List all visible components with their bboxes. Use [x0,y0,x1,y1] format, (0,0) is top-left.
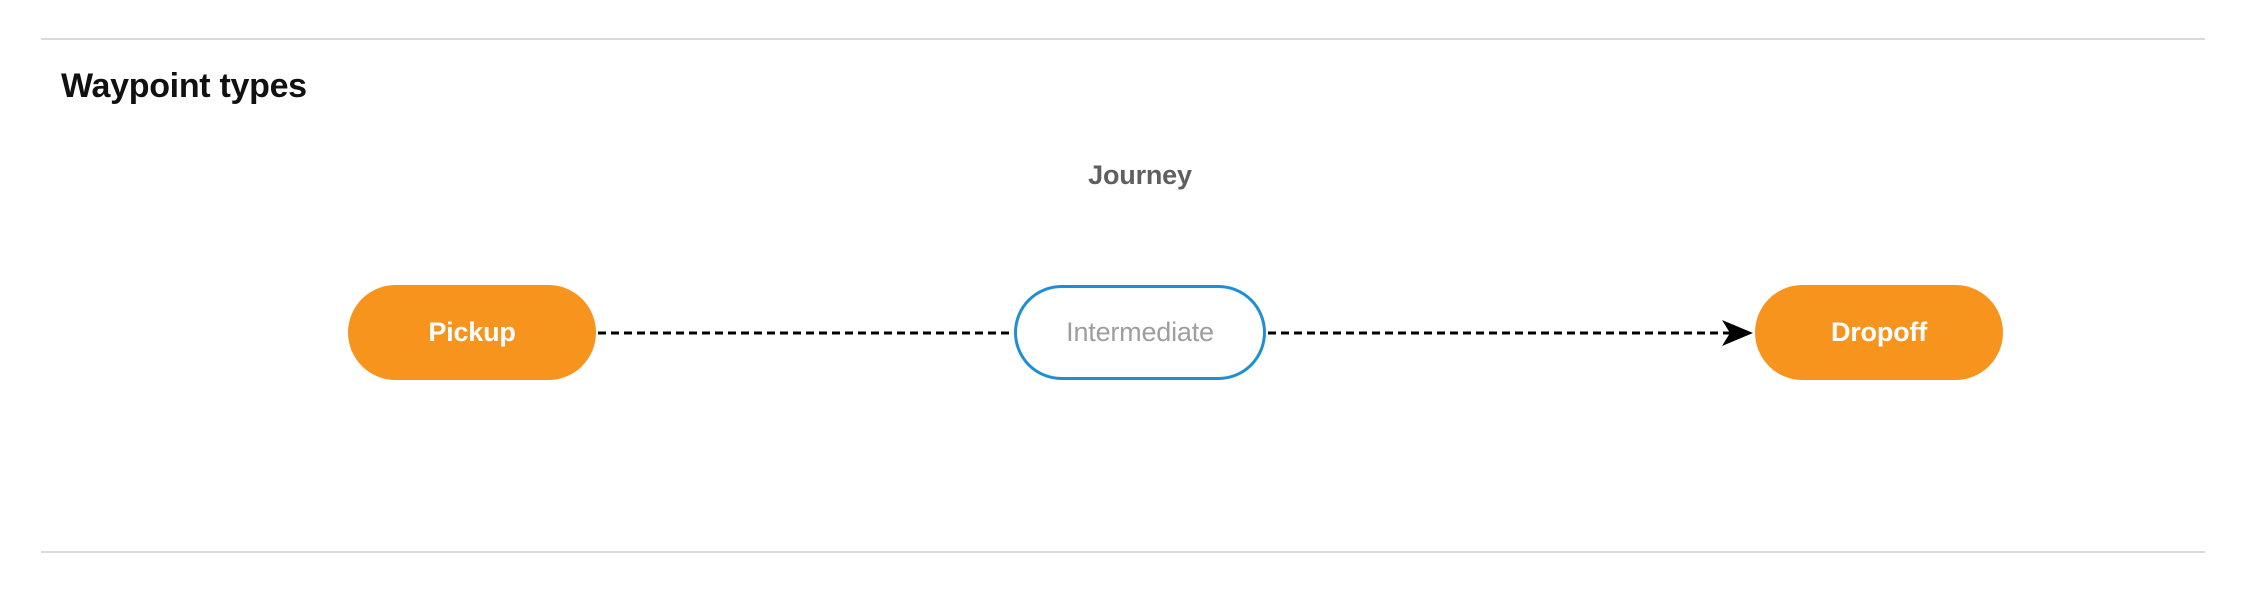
node-dropoff[interactable]: Dropoff [1755,285,2003,380]
node-pickup[interactable]: Pickup [348,285,596,380]
section-divider-bottom [41,551,2205,553]
page-title: Waypoint types [61,67,307,105]
diagram-caption: Journey [1088,160,1192,190]
section-divider-top [41,38,2205,40]
node-intermediate-label: Intermediate [1066,317,1214,347]
node-dropoff-label: Dropoff [1830,317,1928,347]
node-pickup-label: Pickup [428,317,516,347]
arrowhead-icon [1722,320,1753,346]
node-intermediate[interactable]: Intermediate [1014,285,1266,380]
